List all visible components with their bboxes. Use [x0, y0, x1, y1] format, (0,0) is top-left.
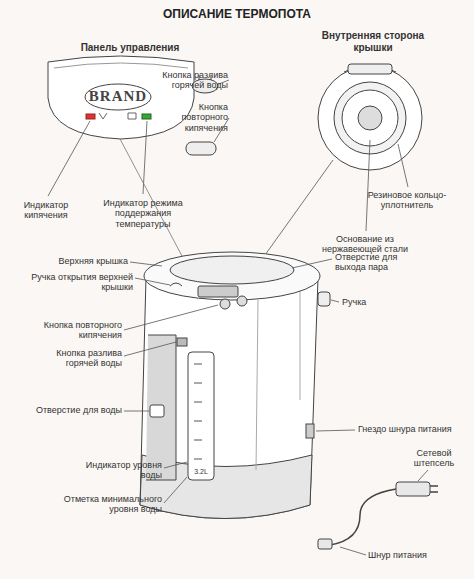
- part-label: Ручка: [342, 297, 392, 307]
- gauge-tick: [194, 364, 202, 365]
- water-outlet: [150, 405, 164, 417]
- gauge-tick: [194, 459, 202, 460]
- steel-base: [342, 90, 398, 146]
- pot-body: [140, 278, 318, 519]
- control-panel: [48, 56, 194, 139]
- part-label: Отверстие для воды: [30, 405, 122, 415]
- part-label: Индикатор уровня воды: [72, 460, 162, 481]
- brand-logo: BRAND: [88, 88, 148, 105]
- part-label: Шнур питания: [368, 550, 458, 560]
- leader-line: [48, 80, 229, 196]
- panel-icons: [99, 113, 136, 119]
- part-label: Кнопка разлива горячей воды: [22, 348, 122, 369]
- part-label: Основание из нержавеющей стали: [305, 234, 425, 255]
- top-lid: [144, 252, 320, 300]
- title: ОПИСАНИЕ ТЕРМОПОТА: [0, 8, 474, 22]
- lid-display: [198, 286, 238, 297]
- part-label: Отверстие для выхода пара: [335, 252, 430, 273]
- dispense-key: [177, 338, 187, 346]
- part-label: Кнопка разлива горячей воды: [152, 70, 228, 91]
- body-seam: [256, 285, 300, 470]
- power-cord: [330, 489, 396, 545]
- outlet-recess: [146, 335, 176, 480]
- leader-line: [124, 259, 428, 555]
- lid-inner-side: [318, 66, 422, 170]
- reboil-button: [220, 299, 230, 309]
- part-label: Кнопка повторного кипячения: [152, 102, 228, 133]
- brand-oval: [85, 84, 151, 110]
- dispense-button: [237, 296, 247, 306]
- boil-indicator: [86, 114, 95, 119]
- gauge-tick: [194, 402, 202, 403]
- part-label: Отметка минимального уровня воды: [62, 494, 162, 515]
- water-gauge: [188, 352, 214, 480]
- lid-hinge: [348, 64, 392, 74]
- gauge-tick: [194, 440, 202, 441]
- part-label: Резиновое кольцо-уплотнитель: [362, 190, 452, 211]
- plug: [396, 482, 430, 496]
- handle: [318, 292, 330, 306]
- top-lid: [170, 256, 294, 284]
- lid-open-handle: [170, 283, 182, 286]
- part-label: Индикатор режима поддержания температуры: [98, 198, 188, 229]
- panel-edge: [54, 63, 188, 68]
- part-label: Сетевой штепсель: [400, 448, 468, 469]
- gauge-tick: [194, 421, 202, 422]
- cord-socket: [306, 424, 314, 438]
- section-heading: Панель управления: [60, 42, 200, 54]
- part-label: Гнездо шнура питания: [358, 424, 458, 434]
- keep-warm-indicator: [142, 114, 151, 119]
- gauge-tick: [194, 383, 202, 384]
- part-label: Кнопка повторного кипячения: [22, 320, 122, 341]
- valve: [358, 106, 382, 130]
- plug-pins: [430, 486, 438, 492]
- part-label: Ручка открытия верхней крышки: [2, 272, 133, 293]
- volume-mark: 3.2L: [185, 468, 217, 476]
- part-label: Индикатор кипячения: [10, 200, 82, 221]
- part-label: Верхняя крышка: [30, 256, 128, 266]
- reboil-button-icon: [186, 142, 216, 155]
- section-heading: Внутренняя сторона крышки: [318, 30, 428, 53]
- cord-connector: [318, 539, 332, 549]
